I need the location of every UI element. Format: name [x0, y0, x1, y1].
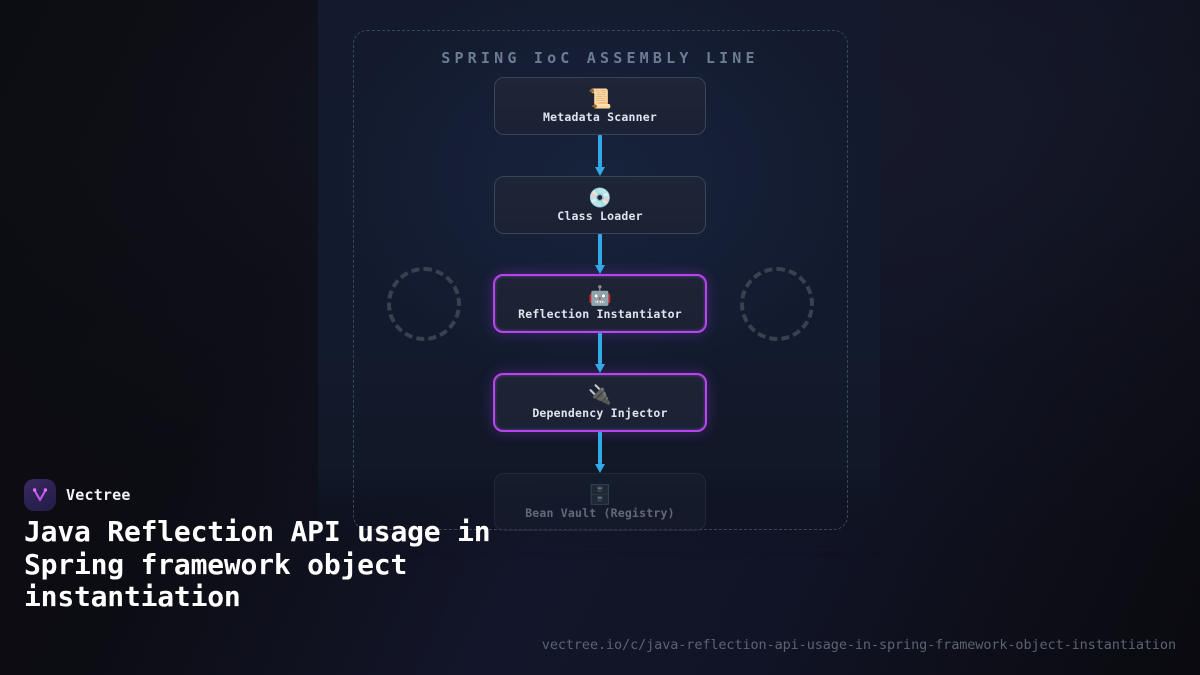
brand-lockup: Vectree [24, 479, 131, 511]
flow-node-reflection-instantiator[interactable]: 🤖 Reflection Instantiator [493, 274, 707, 333]
arrow-head [595, 364, 605, 373]
flow-node-label: Bean Vault (Registry) [525, 505, 675, 520]
diagram-title: SPRING IoC ASSEMBLY LINE [441, 49, 759, 67]
scroll-icon: 📜 [588, 87, 612, 110]
flow-node-label: Reflection Instantiator [518, 307, 682, 321]
arrow-shaft [598, 234, 602, 265]
optical-disk-icon: 💿 [588, 186, 612, 209]
page-title: Java Reflection API usage in Spring fram… [24, 515, 491, 613]
dashed-circle-left-decoration [387, 267, 461, 341]
arrow-head [595, 167, 605, 176]
arrow-shaft [598, 135, 602, 167]
brand-name: Vectree [66, 486, 131, 504]
arrow-shaft [598, 333, 602, 364]
diagram-dashed-frame [353, 30, 848, 530]
dashed-circle-right-decoration [740, 267, 814, 341]
flow-node-class-loader[interactable]: 💿 Class Loader [494, 176, 706, 234]
flow-arrow-down-icon [595, 432, 605, 473]
robot-icon: 🤖 [588, 285, 612, 307]
flow-node-metadata-scanner[interactable]: 📜 Metadata Scanner [494, 77, 706, 135]
flow-arrow-down-icon [595, 234, 605, 274]
arrow-shaft [598, 432, 602, 464]
source-url: vectree.io/c/java-reflection-api-usage-i… [541, 637, 1176, 653]
flow-node-label: Class Loader [557, 208, 643, 223]
arrow-head [595, 464, 605, 473]
flow-node-dependency-injector[interactable]: 🔌 Dependency Injector [493, 373, 707, 432]
flow-arrow-down-icon [595, 333, 605, 373]
electric-plug-icon: 🔌 [588, 384, 612, 406]
flow-arrow-down-icon [595, 135, 605, 176]
flow-node-bean-vault-registry[interactable]: 🗄️ Bean Vault (Registry) [494, 473, 706, 531]
arrow-head [595, 265, 605, 274]
file-cabinet-icon: 🗄️ [588, 483, 612, 506]
vectree-v-logo-icon [24, 479, 56, 511]
flow-node-label: Dependency Injector [532, 406, 668, 420]
flow-node-label: Metadata Scanner [543, 109, 657, 124]
